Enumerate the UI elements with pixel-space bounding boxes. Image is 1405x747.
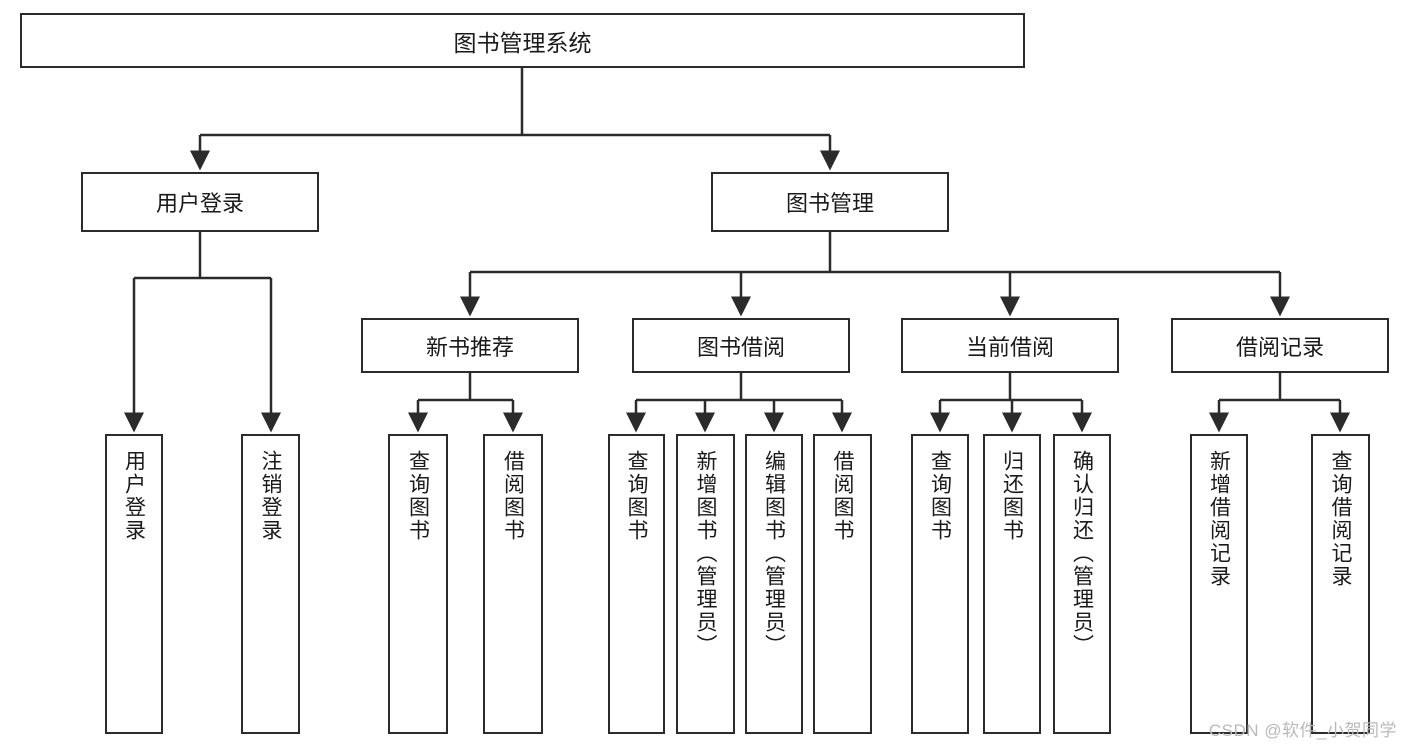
node-book-management[interactable]: 图书管理 xyxy=(711,172,949,232)
node-leaf-label: 查询图书 xyxy=(928,450,952,542)
node-new-book-recommend-label: 新书推荐 xyxy=(425,334,514,360)
node-leaf-logout[interactable]: 注销登录 xyxy=(241,434,300,734)
node-leaf-return-book[interactable]: 归还图书 xyxy=(983,434,1041,734)
node-new-book-recommend[interactable]: 新书推荐 xyxy=(361,318,579,373)
node-leaf-label: 归还图书 xyxy=(1000,450,1024,542)
node-current-borrow[interactable]: 当前借阅 xyxy=(901,318,1119,373)
node-leaf-label: 查询借阅记录 xyxy=(1329,450,1352,588)
node-leaf-confirm-return-admin[interactable]: 确认归还（管理员） xyxy=(1053,434,1111,734)
node-root-system[interactable]: 图书管理系统 xyxy=(20,13,1025,68)
node-borrow-records-label: 借阅记录 xyxy=(1235,334,1324,360)
node-leaf-query-book-a[interactable]: 查询图书 xyxy=(388,434,448,734)
node-leaf-query-book-b[interactable]: 查询图书 xyxy=(608,434,665,734)
node-leaf-query-book-c[interactable]: 查询图书 xyxy=(911,434,969,734)
node-leaf-label: 新增图书（管理员） xyxy=(694,450,717,657)
node-book-management-label: 图书管理 xyxy=(785,191,874,216)
node-current-borrow-label: 当前借阅 xyxy=(965,334,1054,360)
node-borrow-records[interactable]: 借阅记录 xyxy=(1171,318,1389,373)
node-leaf-label: 用户登录 xyxy=(122,450,146,542)
node-leaf-label: 借阅图书 xyxy=(831,450,854,542)
node-leaf-label: 借阅图书 xyxy=(501,450,525,542)
node-leaf-add-borrow-record[interactable]: 新增借阅记录 xyxy=(1190,434,1248,734)
node-leaf-edit-book-admin[interactable]: 编辑图书（管理员） xyxy=(745,434,803,734)
node-leaf-borrow-book-a[interactable]: 借阅图书 xyxy=(483,434,543,734)
node-leaf-label: 查询图书 xyxy=(625,450,648,542)
node-book-borrow-label: 图书借阅 xyxy=(696,334,785,360)
node-leaf-user-login[interactable]: 用户登录 xyxy=(105,434,163,734)
node-leaf-borrow-book-b[interactable]: 借阅图书 xyxy=(813,434,872,734)
node-leaf-label: 编辑图书（管理员） xyxy=(762,450,786,657)
node-leaf-query-borrow-record[interactable]: 查询借阅记录 xyxy=(1311,434,1370,734)
node-book-borrow[interactable]: 图书借阅 xyxy=(632,318,850,373)
node-user-login[interactable]: 用户登录 xyxy=(81,172,319,232)
node-leaf-label: 注销登录 xyxy=(259,450,282,542)
node-leaf-label: 查询图书 xyxy=(406,450,430,542)
node-user-login-label: 用户登录 xyxy=(155,191,244,216)
node-root-label: 图书管理系统 xyxy=(453,29,592,56)
node-leaf-label: 确认归还（管理员） xyxy=(1070,450,1094,657)
node-leaf-label: 新增借阅记录 xyxy=(1207,450,1231,588)
node-leaf-add-book-admin[interactable]: 新增图书（管理员） xyxy=(676,434,735,734)
